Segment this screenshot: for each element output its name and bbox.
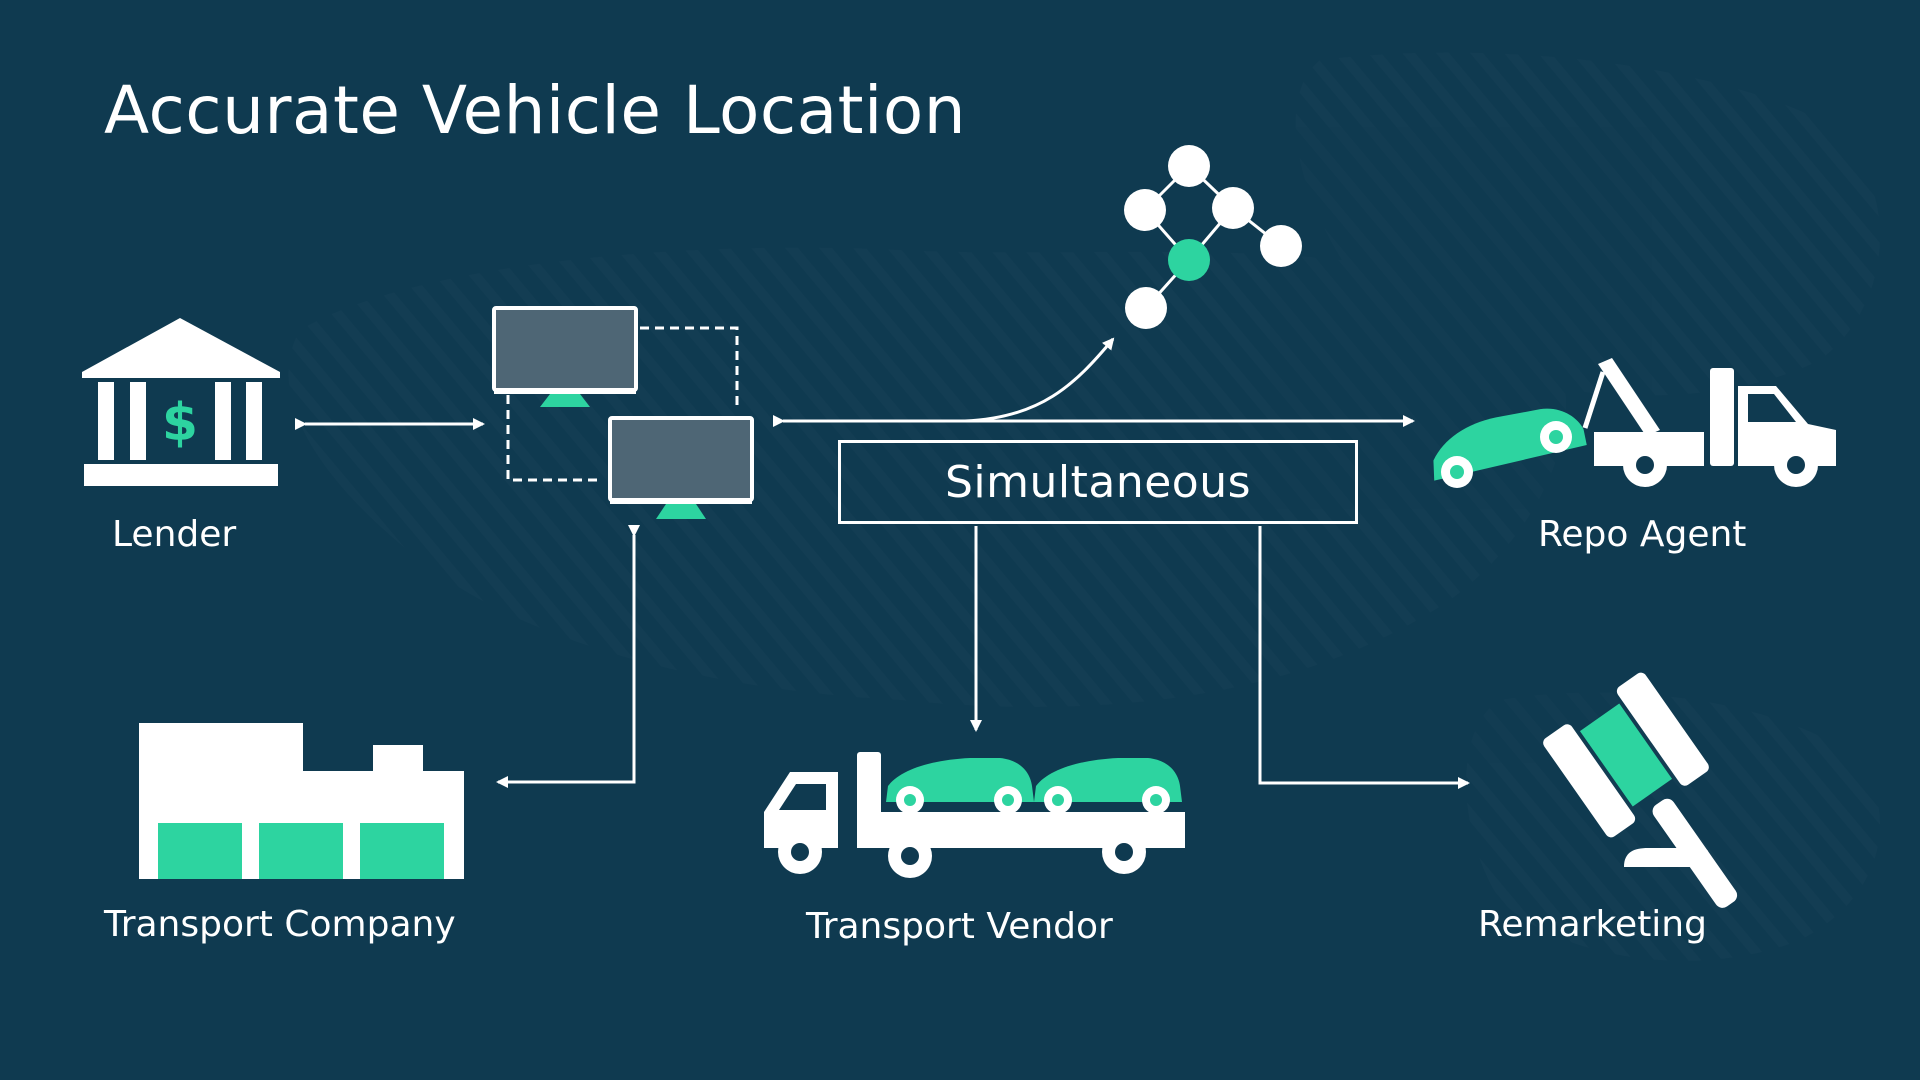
lender-label: Lender [112,514,237,555]
connector-simultaneous-remarketing [1258,526,1470,789]
bank-icon: $ [82,318,280,486]
tow-truck-icon [1433,358,1836,488]
svg-text:$: $ [162,393,198,453]
repo-agent-label: Repo Agent [1538,514,1747,555]
gavel-icon [1543,672,1738,908]
transport-company-label: Transport Company [104,904,456,945]
simultaneous-box: Simultaneous [838,440,1358,524]
page-title: Accurate Vehicle Location [104,72,967,149]
networked-computers-icon [492,306,754,519]
node-network-icon [1124,145,1302,329]
connector-transport-company-computers [496,525,640,788]
connector-to-network [964,337,1115,423]
warehouse-icon [139,723,464,879]
remarketing-label: Remarketing [1478,904,1707,945]
car-carrier-icon [764,752,1185,878]
simultaneous-label: Simultaneous [944,456,1252,508]
transport-vendor-label: Transport Vendor [806,906,1113,947]
